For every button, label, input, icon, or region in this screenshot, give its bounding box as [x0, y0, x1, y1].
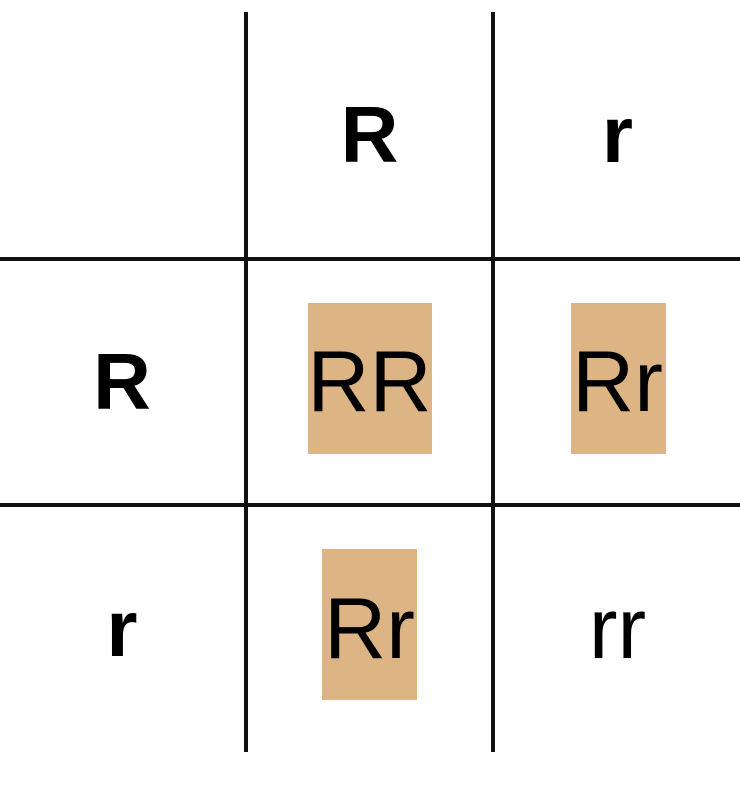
cell-highlight-rr-dominant	[308, 303, 432, 454]
grid-line-horizontal-1	[0, 257, 740, 261]
genotype-cell-2-1: Rr	[324, 580, 415, 677]
column-header-1: R	[340, 89, 399, 179]
column-header-2: r	[601, 89, 634, 179]
grid-line-vertical-2	[491, 12, 495, 752]
genotype-cell-2-2: rr	[588, 580, 647, 677]
genotype-cell-1-1: RR	[307, 334, 432, 430]
grid-line-horizontal-2	[0, 503, 740, 507]
genotype-cell-1-2: Rr	[572, 334, 663, 430]
cell-highlight-rr-heterozygous-1	[571, 303, 666, 454]
grid-line-vertical-1	[244, 12, 248, 752]
row-header-2: r	[106, 583, 138, 673]
cell-highlight-rr-heterozygous-2	[322, 549, 417, 700]
row-header-1: R	[93, 337, 151, 426]
